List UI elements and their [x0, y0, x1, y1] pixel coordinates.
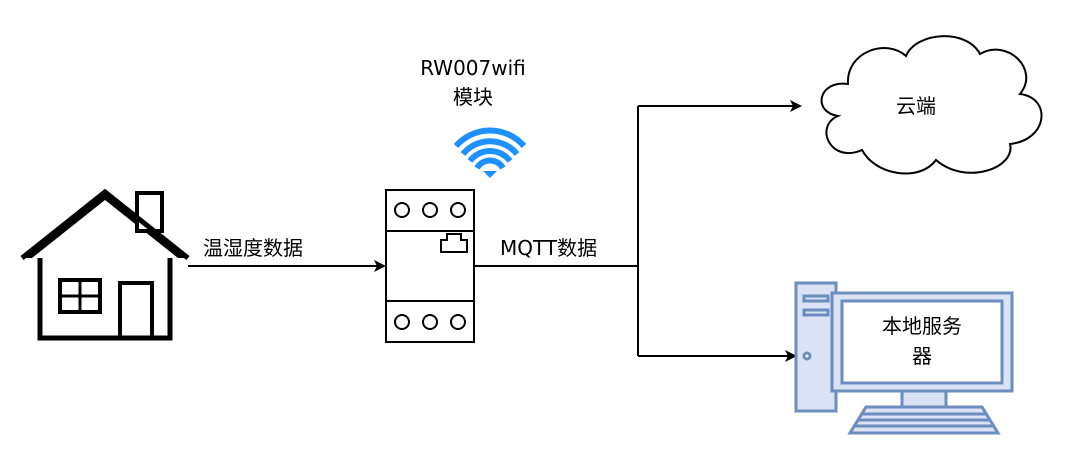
sensor-data-label: 温湿度数据: [203, 236, 303, 260]
house-icon: [20, 188, 190, 341]
cloud-label: 云端: [896, 94, 936, 118]
cloud-icon: [820, 35, 1043, 175]
mqtt-connectors: [474, 100, 802, 362]
local-server-label-line2: 器: [912, 344, 932, 368]
wifi-signal-icon: [453, 127, 527, 178]
mqtt-data-label: MQTT数据: [500, 236, 598, 260]
wifi-module-label-line2: 模块: [453, 85, 493, 109]
local-server-label-line1: 本地服务: [882, 314, 962, 338]
wifi-module-label-line1: RW007wifi: [420, 56, 526, 80]
wifi-module-device-icon: [385, 189, 475, 343]
desktop-computer-icon: [794, 281, 1014, 435]
